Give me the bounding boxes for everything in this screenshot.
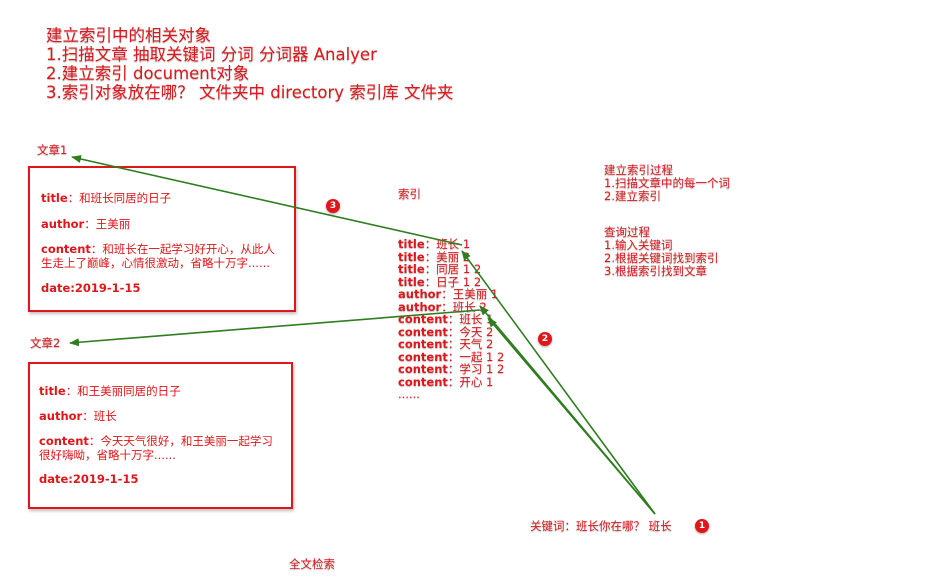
index-ellipsis: ...... <box>398 387 420 401</box>
article2-date: date:2019-1-15 <box>39 472 139 486</box>
article2-author: author：班长 <box>39 409 117 423</box>
build-step-2: 2.建立索引 <box>604 189 661 203</box>
article1-box: title：和班长同居的日子 author：王美丽 content：和班长在一起… <box>28 166 296 312</box>
article1-author: author：王美丽 <box>41 217 131 231</box>
index-row: content：一起 1 2 <box>398 349 505 364</box>
arrow-index-to-article2 <box>69 309 481 347</box>
footer-label: 全文检索 <box>289 557 335 571</box>
build-step-1: 1.扫描文章中的每一个词 <box>604 176 730 190</box>
query-step-3: 3.根据索引找到文章 <box>604 264 707 278</box>
article1-date: date:2019-1-15 <box>41 281 141 295</box>
query-step-1: 1.输入关键词 <box>604 238 673 252</box>
index-heading: 索引 <box>398 187 421 201</box>
article1-content: content：和班长在一起学习好开心，从此人 <box>41 242 275 256</box>
article1-label: 文章1 <box>37 143 68 157</box>
article2-title: title：和王美丽同居的日子 <box>39 384 181 398</box>
article1-title: title：和班长同居的日子 <box>41 191 172 205</box>
index-row: content：今天 2 <box>398 324 494 339</box>
index-row: content：学习 1 2 <box>398 362 505 376</box>
step-badge-2: 2 <box>538 332 552 346</box>
article1-content-cont: 生走上了巅峰，心情很激动，省略十万字...... <box>41 256 270 270</box>
index-row: title：日子 1 2 <box>398 274 482 289</box>
article2-content-cont: 很好嗨呦，省略十万字...... <box>39 448 176 462</box>
header-line-3: 2.建立索引 document对象 <box>46 64 250 83</box>
query-process-title: 查询过程 <box>604 225 650 239</box>
arrow-keyword-to-index-content <box>487 317 656 515</box>
index-row: content：开心 1 <box>398 374 494 389</box>
article2-content: content：今天天气很好，和王美丽一起学习 <box>39 434 273 448</box>
header-line-4: 3.索引对象放在哪？ 文件夹中 directory 索引库 文件夹 <box>46 83 454 102</box>
index-row: content：天气 2 <box>398 337 494 351</box>
step-badge-3: 3 <box>326 199 340 213</box>
header-line-1: 建立索引中的相关对象 <box>46 26 211 45</box>
article2-box: title：和王美丽同居的日子 author：班长 content：今天天气很好… <box>28 362 293 509</box>
keyword-text: 关键词：班长你在哪？ 班长 <box>530 519 672 533</box>
article2-label: 文章2 <box>30 336 61 350</box>
arrow-keyword-to-index <box>461 250 656 515</box>
arrow-index-to-article1 <box>71 155 463 246</box>
header-line-2: 1.扫描文章 抽取关键词 分词 分词器 Analyer <box>46 45 377 64</box>
index-row: title：美丽 2 <box>398 249 471 264</box>
query-step-2: 2.根据关键词找到索引 <box>604 251 719 265</box>
index-row: title：班长 1 <box>398 237 471 251</box>
index-row: title：同居 1 2 <box>398 262 482 276</box>
index-row: author：王美丽 1 <box>398 287 499 301</box>
build-process-title: 建立索引过程 <box>604 163 673 177</box>
step-badge-1: 1 <box>695 519 709 533</box>
